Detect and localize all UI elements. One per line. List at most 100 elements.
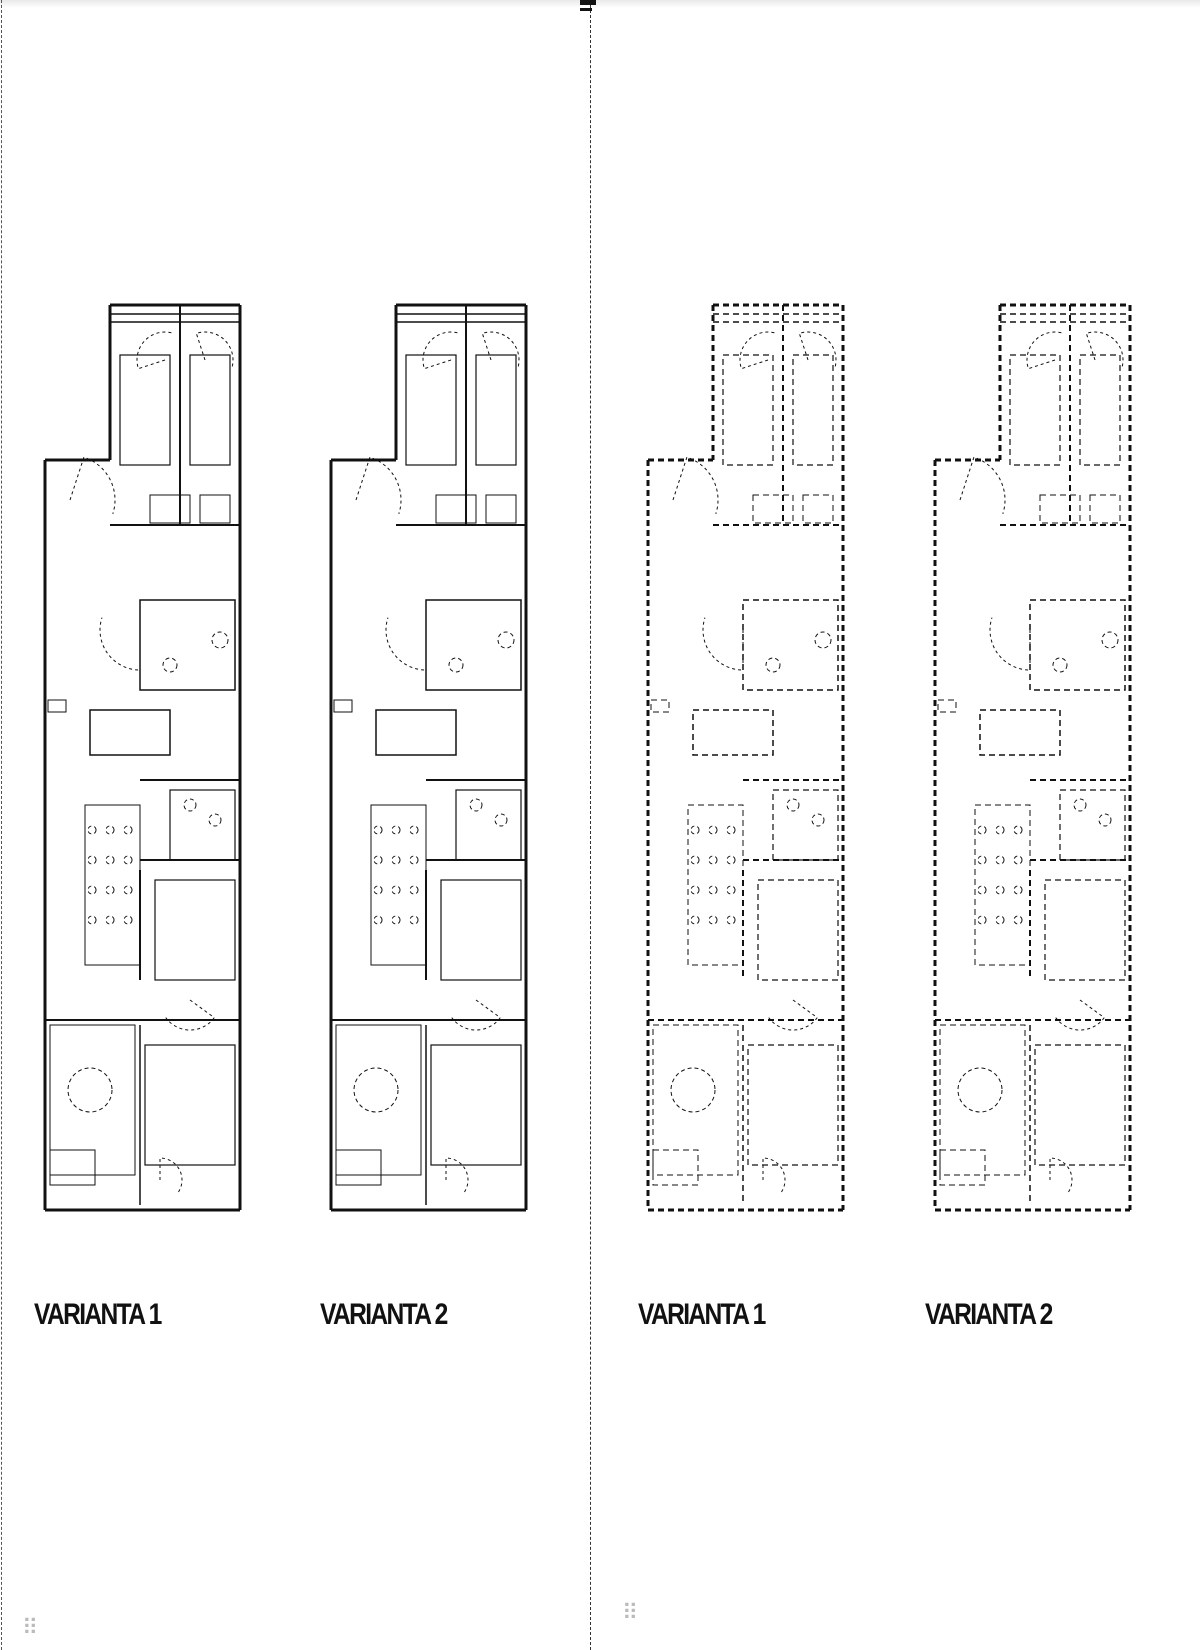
bed-fixture <box>67 1067 113 1113</box>
wardrobe <box>49 1149 96 1186</box>
chair <box>726 915 736 925</box>
wardrobe <box>485 494 517 524</box>
toilet-room <box>455 789 522 861</box>
chair <box>123 825 133 835</box>
door-swing <box>481 331 520 369</box>
wardrobe <box>335 1149 382 1186</box>
sink-fixture <box>162 657 178 673</box>
wc-fixture <box>469 798 483 812</box>
chair <box>708 885 718 895</box>
chair <box>373 915 383 925</box>
bed-fixture <box>353 1067 399 1113</box>
bathroom <box>139 599 236 691</box>
plan-label-4: VARIANTA 2 <box>925 1298 1053 1331</box>
door-swing <box>165 999 215 1031</box>
bedroom-top-left <box>722 354 774 466</box>
bedroom-bottom-right <box>144 1044 236 1166</box>
chair <box>690 825 700 835</box>
chair <box>690 915 700 925</box>
kitchen-counter <box>979 709 1061 756</box>
bedroom-bottom-left <box>335 1024 422 1176</box>
plan-label-1: VARIANTA 1 <box>34 1298 162 1331</box>
wardrobe <box>1039 494 1081 524</box>
bathroom <box>1029 599 1126 691</box>
door-swing <box>1085 331 1124 369</box>
chair <box>105 885 115 895</box>
sink-fixture <box>1052 657 1068 673</box>
room-mid-right <box>154 879 236 981</box>
bedroom-bottom-left <box>652 1024 739 1176</box>
chair <box>995 855 1005 865</box>
door-swing <box>762 1157 786 1194</box>
floor-plan-drawing <box>933 303 1132 1212</box>
door-swing <box>798 331 837 369</box>
sink-fixture <box>208 813 222 827</box>
door-swing <box>99 617 141 671</box>
sheet-left-edge <box>1 0 3 1650</box>
toilet-room <box>1059 789 1126 861</box>
bathroom <box>425 599 522 691</box>
sink-fixture <box>811 813 825 827</box>
wardrobe <box>199 494 231 524</box>
floor-plan-variant-3 <box>633 300 863 1280</box>
sheet-fold-line <box>590 0 592 1650</box>
chair <box>1013 915 1023 925</box>
chair <box>977 855 987 865</box>
bed-fixture <box>670 1067 716 1113</box>
room-mid-right <box>1044 879 1126 981</box>
chair <box>373 855 383 865</box>
kitchen-counter <box>89 709 171 756</box>
fold-marker <box>580 0 596 5</box>
wc-fixture <box>1073 798 1087 812</box>
door-swing <box>959 456 1006 515</box>
paper-smudge: ⠿ <box>622 1600 639 1625</box>
wardrobe <box>802 494 834 524</box>
door-swing <box>1049 1157 1073 1194</box>
floor-plan-variant-1 <box>30 300 260 1280</box>
floor-plan-variant-4 <box>920 300 1150 1280</box>
door-swing <box>355 456 402 515</box>
bed-fixture <box>957 1067 1003 1113</box>
door-swing <box>195 331 234 369</box>
chair <box>977 885 987 895</box>
chair <box>690 885 700 895</box>
bedroom-top-left <box>119 354 171 466</box>
chair <box>708 915 718 925</box>
chair <box>87 915 97 925</box>
plan-label-2: VARIANTA 2 <box>320 1298 448 1331</box>
sink-fixture <box>494 813 508 827</box>
chair <box>87 825 97 835</box>
chair <box>391 855 401 865</box>
bedroom-top-right <box>475 354 517 466</box>
floor-plan-drawing <box>43 303 242 1212</box>
door-swing <box>445 1157 469 1194</box>
wc-fixture <box>211 631 229 649</box>
chair <box>409 885 419 895</box>
bedroom-bottom-left <box>49 1024 136 1176</box>
chair <box>726 855 736 865</box>
chair <box>391 825 401 835</box>
fold-marker-small <box>580 8 592 11</box>
chair <box>123 885 133 895</box>
chair <box>409 825 419 835</box>
floor-plan-drawing <box>646 303 845 1212</box>
toilet-room <box>169 789 236 861</box>
chair <box>87 855 97 865</box>
sink-fixture <box>448 657 464 673</box>
wardrobe <box>1089 494 1121 524</box>
bedroom-top-left <box>405 354 457 466</box>
door-swing <box>739 331 777 370</box>
chair <box>995 915 1005 925</box>
kitchen-counter <box>692 709 774 756</box>
bedroom-top-left <box>1009 354 1061 466</box>
door-swing <box>768 999 818 1031</box>
wardrobe <box>149 494 191 524</box>
chair <box>373 885 383 895</box>
door-swing <box>451 999 501 1031</box>
chair <box>995 825 1005 835</box>
door-swing <box>159 1157 183 1194</box>
paper-smudge: ⠿ <box>22 1615 39 1640</box>
chair <box>1013 885 1023 895</box>
door-swing <box>69 456 116 515</box>
chair <box>105 825 115 835</box>
